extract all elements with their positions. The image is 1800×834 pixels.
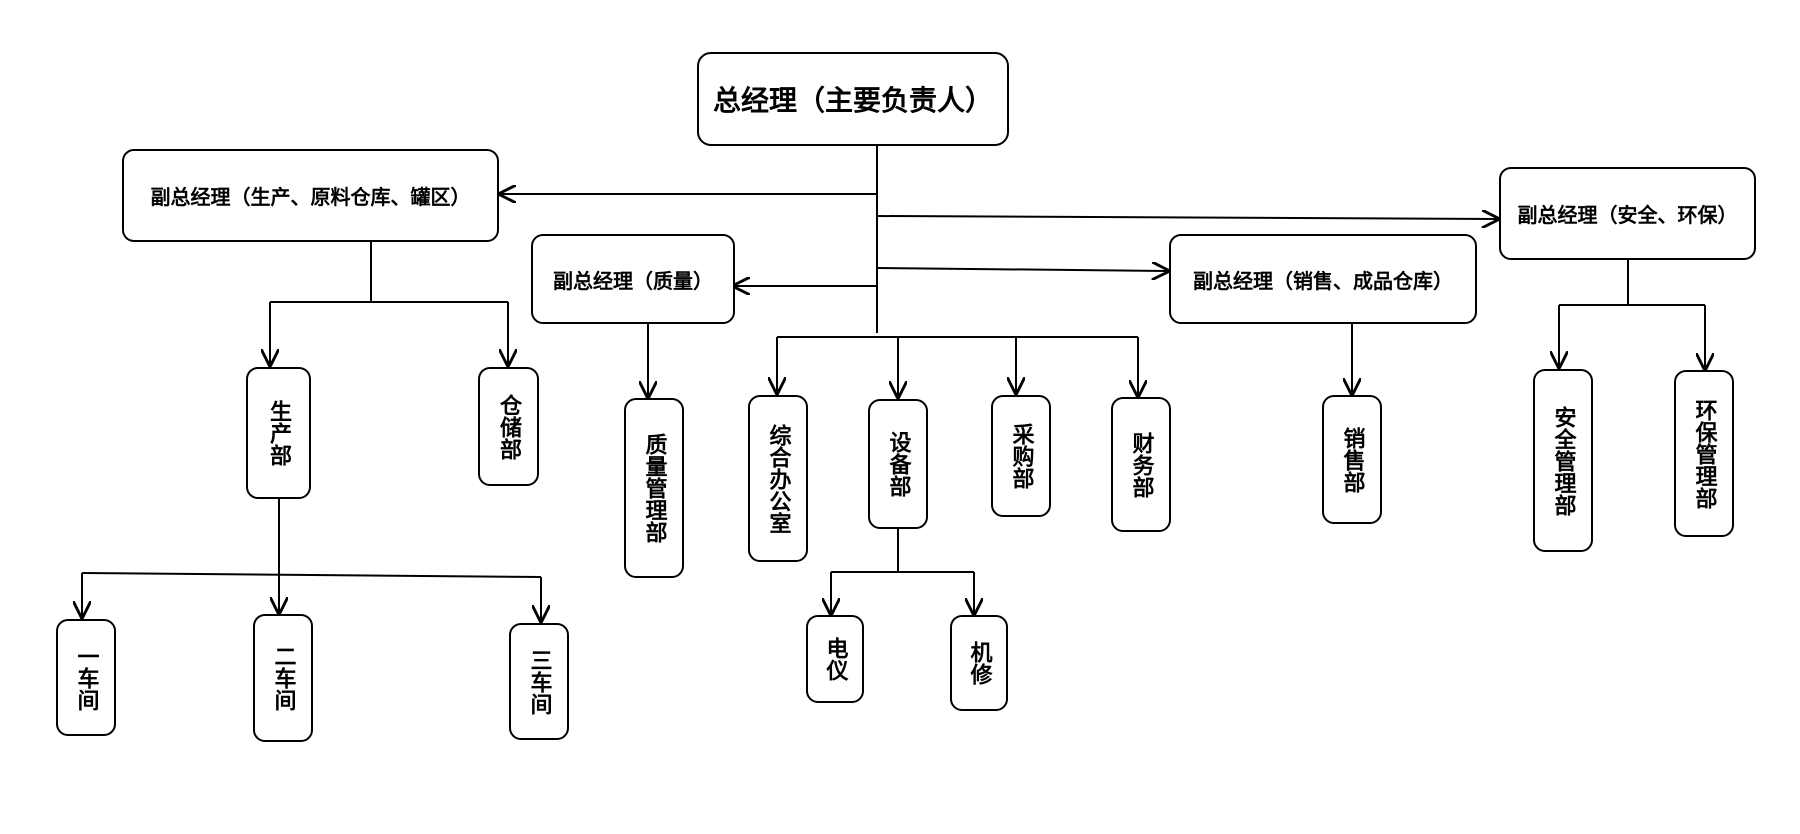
general-office-node: 综合办公室: [748, 395, 808, 562]
equipment-dept-node: 设备部: [868, 399, 928, 529]
quality-dept-node: 质量管理部: [624, 398, 684, 578]
environmental-dept-node: 环保管理部: [1674, 370, 1734, 537]
workshop-3-node: 三车间: [509, 623, 569, 740]
vp-production-node: 副总经理（生产、原料仓库、罐区）: [122, 149, 499, 242]
safety-dept-node: 安全管理部: [1533, 369, 1593, 552]
sales-dept-node: 销售部: [1322, 395, 1382, 524]
production-dept-node: 生产部: [246, 367, 311, 499]
arrow-to-vp-sales: [876, 268, 1168, 271]
vp-sales-node: 副总经理（销售、成品仓库）: [1169, 234, 1477, 324]
vp-quality-node: 副总经理（质量）: [531, 234, 735, 324]
finance-dept-node: 财务部: [1111, 397, 1171, 532]
electrical-instrument-node: 电仪: [806, 615, 864, 703]
storage-dept-node: 仓储部: [478, 367, 539, 486]
workshop-bus: [81, 572, 542, 578]
purchasing-dept-node: 采购部: [991, 395, 1051, 517]
arrow-to-vp-safety: [876, 216, 1498, 219]
general-manager-node: 总经理（主要负责人）: [697, 52, 1009, 146]
vp-safety-node: 副总经理（安全、环保）: [1499, 167, 1756, 260]
workshop-1-node: 一车间: [56, 619, 116, 736]
machine-repair-node: 机修: [950, 615, 1008, 711]
workshop-2-node: 二车间: [253, 614, 313, 742]
